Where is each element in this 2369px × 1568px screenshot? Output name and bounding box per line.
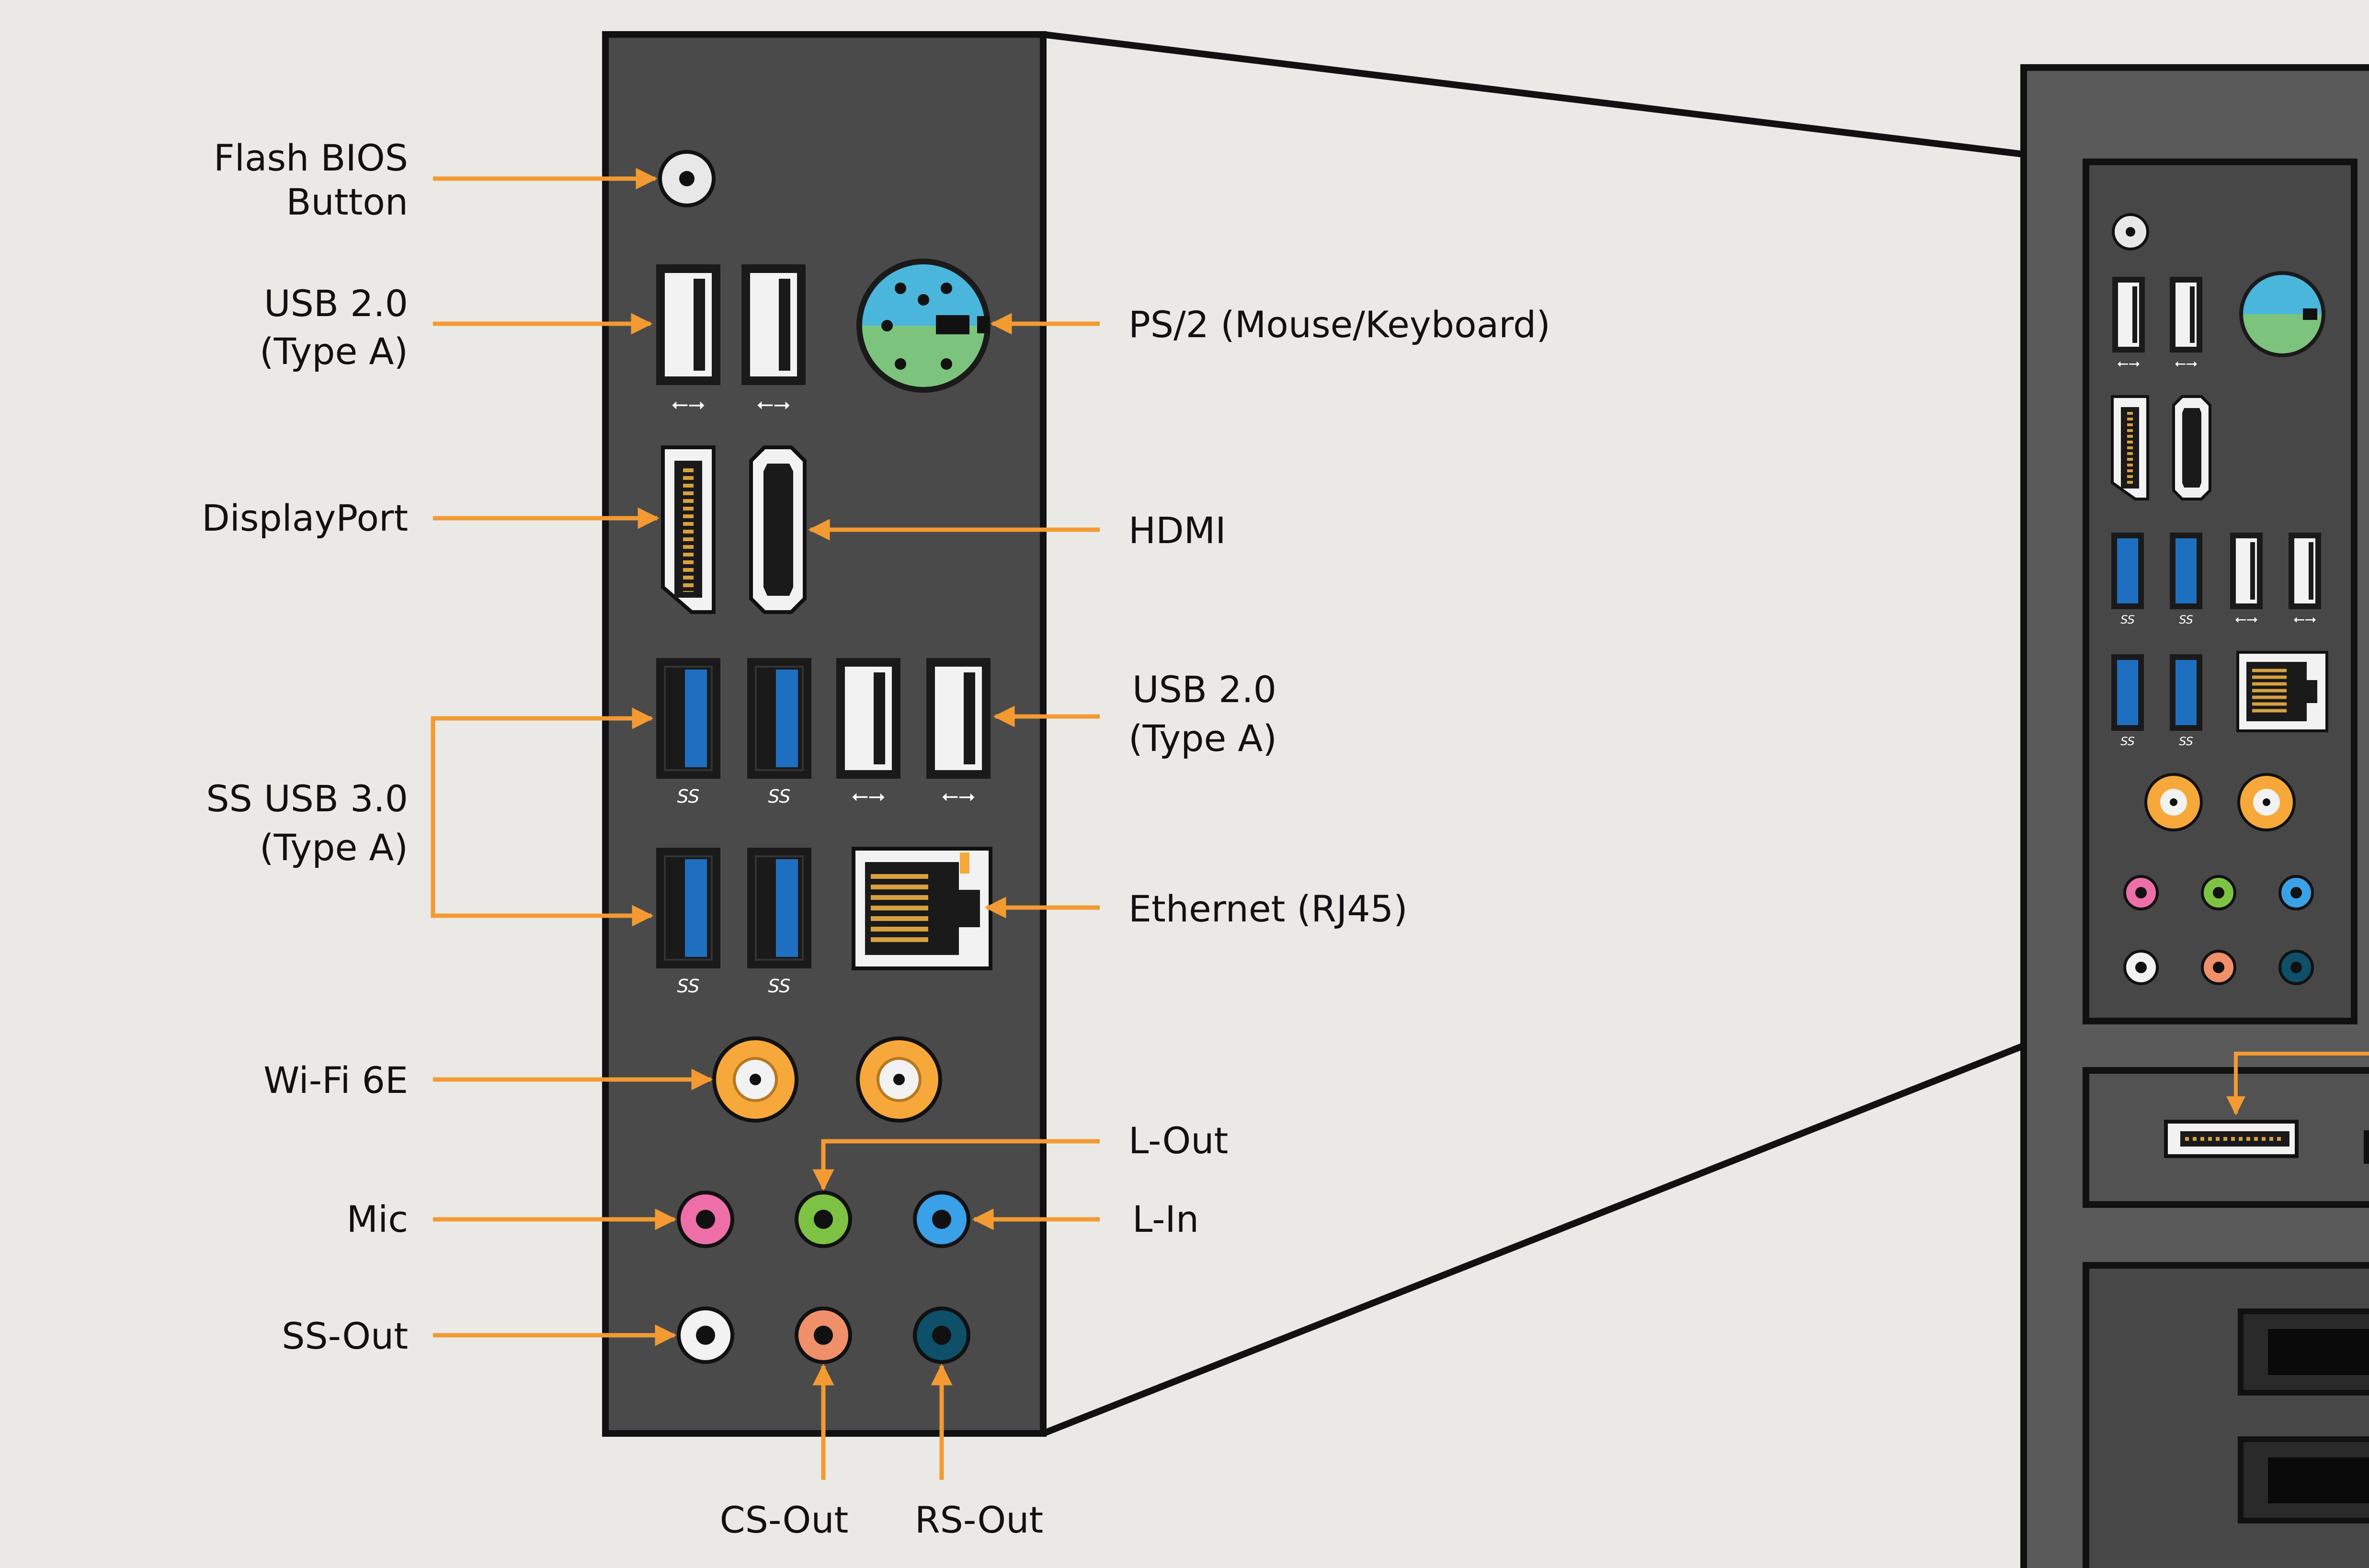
zoom-connector-lines [1042, 31, 2087, 1437]
mini-ethernet-port [2236, 651, 2328, 732]
label-ss-usb30-1: SS USB 3.0 [206, 777, 408, 820]
front-port-arrow [2226, 1052, 2369, 1115]
mini-audio-jacks [2123, 875, 2314, 985]
label-ss-out: SS-Out [282, 1315, 408, 1357]
label-flash-bios-1: Flash BIOS [214, 136, 408, 179]
svg-text:SS: SS [768, 786, 791, 807]
label-hdmi: HDMI [1128, 509, 1226, 552]
hdmi-port [749, 445, 807, 614]
label-usb20-right-1: USB 2.0 [1132, 668, 1276, 711]
label-ps2: PS/2 (Mouse/Keyboard) [1128, 303, 1550, 346]
svg-text:SS: SS [2179, 613, 2193, 626]
label-usb20-right-2: (Type A) [1128, 717, 1277, 760]
svg-text:⭠⭢: ⭠⭢ [2175, 355, 2198, 372]
label-l-out: L-Out [1128, 1119, 1228, 1162]
svg-text:⭠⭢: ⭠⭢ [942, 784, 975, 808]
audio-jacks [677, 1191, 970, 1364]
usb-port-row-2: SS SS [656, 848, 811, 997]
svg-text:SS: SS [768, 976, 791, 997]
svg-text:⭠⭢: ⭠⭢ [2117, 355, 2140, 372]
usb-port-row-1: SS SS ⭠⭢ ⭠⭢ [656, 658, 991, 808]
label-usb20-left-2: (Type A) [260, 330, 408, 373]
svg-text:⭠⭢: ⭠⭢ [852, 784, 885, 808]
labels-left: Flash BIOS Button USB 2.0 (Type A) Displ… [202, 136, 408, 1357]
label-ethernet: Ethernet (RJ45) [1128, 887, 1408, 930]
label-wifi: Wi-Fi 6E [263, 1059, 408, 1102]
svg-text:⭠⭢: ⭠⭢ [672, 392, 705, 416]
arrow-l-out [812, 1139, 1100, 1191]
label-usb20-left-1: USB 2.0 [264, 282, 408, 325]
svg-text:SS: SS [677, 786, 700, 807]
ps2-port [856, 259, 991, 393]
svg-text:SS: SS [2120, 735, 2135, 748]
callout-arrows [431, 168, 1100, 1480]
label-rs-out: RS-Out [915, 1499, 1043, 1541]
label-mic: Mic [347, 1198, 408, 1240]
pc-case: ⭠⭢ ⭠⭢ SS [2020, 64, 2369, 1568]
front-usb-connector [2164, 1120, 2299, 1158]
label-cs-out: CS-Out [720, 1499, 849, 1541]
mini-usb-row-1: SS SS ⭠⭢ ⭠⭢ [2111, 533, 2321, 627]
svg-text:SS: SS [677, 976, 700, 997]
svg-text:SS: SS [2179, 735, 2193, 748]
flash-bios-button [658, 150, 716, 207]
mini-ps2-port [2239, 271, 2325, 357]
label-displayport: DisplayPort [202, 497, 408, 539]
mini-antenna-connectors [2144, 773, 2296, 831]
wifi-antenna-connectors [712, 1036, 942, 1123]
mini-hdmi [2172, 395, 2211, 500]
label-flash-bios-2: Button [286, 181, 408, 223]
mini-displayport [2111, 395, 2149, 500]
svg-text:⭠⭢: ⭠⭢ [2293, 611, 2316, 627]
ethernet-port [852, 847, 992, 970]
label-l-in: L-In [1132, 1198, 1199, 1240]
arrow-ss-usb30 [431, 707, 654, 927]
usb2-port-pair-top: ⭠⭢ ⭠⭢ [656, 264, 806, 416]
mini-usb-row-2: SS SS [2111, 654, 2202, 748]
displayport-port [661, 445, 716, 614]
drive-slot-opening-1 [2268, 1329, 2369, 1375]
svg-text:⭠⭢: ⭠⭢ [757, 392, 790, 416]
svg-text:⭠⭢: ⭠⭢ [2235, 611, 2258, 627]
label-ss-usb30-2: (Type A) [260, 826, 408, 869]
drive-slot-opening-2 [2268, 1457, 2369, 1503]
mini-usb2-top: ⭠⭢ ⭠⭢ [2112, 277, 2202, 372]
labels-right: PS/2 (Mouse/Keyboard) HDMI USB 2.0 (Type… [1128, 303, 1550, 1240]
labels-bottom: CS-Out RS-Out [720, 1499, 1044, 1541]
svg-text:SS: SS [2120, 613, 2135, 626]
